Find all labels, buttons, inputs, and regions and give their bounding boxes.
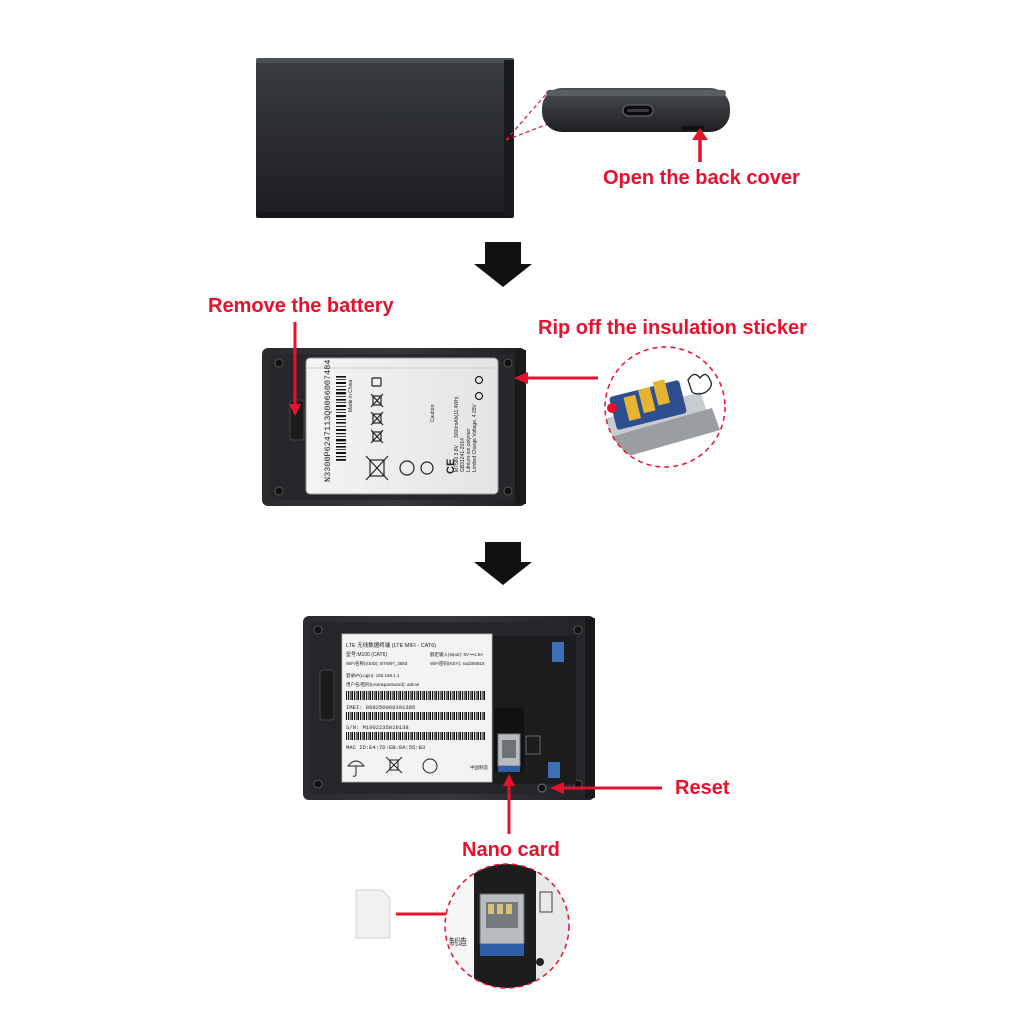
step-arrow-1: [474, 242, 532, 287]
battery-made-in: Made in China: [348, 380, 354, 412]
battery-model: M7580 3.8V: [454, 444, 460, 472]
battery-standard: GB31241-2014: [460, 438, 466, 472]
battery-terminal-plus: [474, 391, 484, 401]
device-label-barcodes: [346, 691, 486, 700]
label-model: 型号:M100 (CAT6): [346, 651, 387, 658]
label-ssid: WiFi名称(SSID): BTWiFi_3583: [346, 660, 408, 667]
nano-card-arrow: [503, 774, 515, 834]
open-cover-arrow: [692, 128, 708, 162]
battery-caution: Caution:: [430, 403, 436, 422]
battery-warning-icon: [371, 377, 382, 387]
battery-ce-icon: CE: [445, 459, 457, 474]
sn-barcode: [346, 732, 486, 740]
nano-card-label: Nano card: [462, 839, 560, 861]
battery-charge-icon: [420, 461, 434, 475]
battery-recycle-icon: [399, 460, 415, 476]
device-edge-zoom: [542, 88, 730, 132]
battery-serial: N3300P6247113Q0066007484: [323, 360, 333, 482]
reset-button: [537, 783, 547, 793]
step-arrow-2: [474, 542, 532, 585]
battery-bin-icon: [370, 393, 384, 408]
weee-icon: [385, 756, 403, 774]
battery-type: Lithium-ion polymer: [466, 428, 472, 472]
nano-sim-card: [355, 889, 391, 939]
closed-device: [256, 58, 514, 218]
label-wifi-key: WiFi密码(KEY): ssd280818: [430, 660, 485, 667]
label-password: 用户名/密码(User&password): admin: [346, 681, 420, 688]
open-back-cover-label: Open the back cover: [603, 167, 800, 189]
battery-charge-limit: Limited Charge Voltage: 4.35V: [472, 404, 478, 472]
label-login: 登录IP(Login): 192.168.1.1: [346, 672, 400, 678]
label-mac: MAC ID:E4:7D:EB:8A:55:B3: [346, 744, 425, 751]
battery-text-group: N3300P6247113Q0066007484 Made in China M…: [323, 360, 478, 482]
remove-battery-arrow: [289, 322, 301, 416]
umbrella-icon: [346, 760, 366, 777]
remove-battery-label: Remove the battery: [208, 295, 394, 317]
device-info-label: [341, 633, 493, 783]
sticker-arrow: [514, 372, 598, 384]
label-sn: S/N: M1002235019138: [346, 724, 409, 731]
battery-icons: CE: [365, 375, 484, 481]
battery-weee-icon: [365, 455, 389, 481]
battery: [305, 357, 499, 495]
imei-barcode: [346, 712, 486, 720]
battery-bin-icon-3: [370, 429, 384, 444]
reset-arrow: [550, 782, 662, 794]
zoom-callout-lines: [505, 91, 549, 141]
label-made-in: 中国制造: [470, 764, 488, 771]
battery-terminal-minus: [474, 375, 484, 385]
battery-bin-icon-2: [370, 411, 384, 426]
label-input: 额定输入(Input): 5V ⎓1.5A: [430, 651, 483, 658]
rip-sticker-label: Rip off the insulation sticker: [538, 317, 807, 339]
battery-capacity: 3000mAh(11.4Wh): [454, 396, 460, 438]
insulation-sticker-zoom: [604, 346, 726, 468]
sim-slot-zoom: 制造: [444, 863, 570, 989]
zoom-made-in: 制造: [449, 936, 467, 947]
label-imei: IMEI: 869250060191385: [346, 704, 415, 711]
label-title: LTE 无线数据终端 (LTE MIFI - CAT6): [346, 641, 436, 649]
reset-label: Reset: [675, 777, 730, 799]
battery-barcode: [336, 376, 346, 461]
device-label-icons: [346, 756, 438, 777]
ccc-icon: [422, 758, 438, 774]
device-info-text: LTE 无线数据终端 (LTE MIFI - CAT6) 型号:M100 (CA…: [346, 641, 488, 771]
